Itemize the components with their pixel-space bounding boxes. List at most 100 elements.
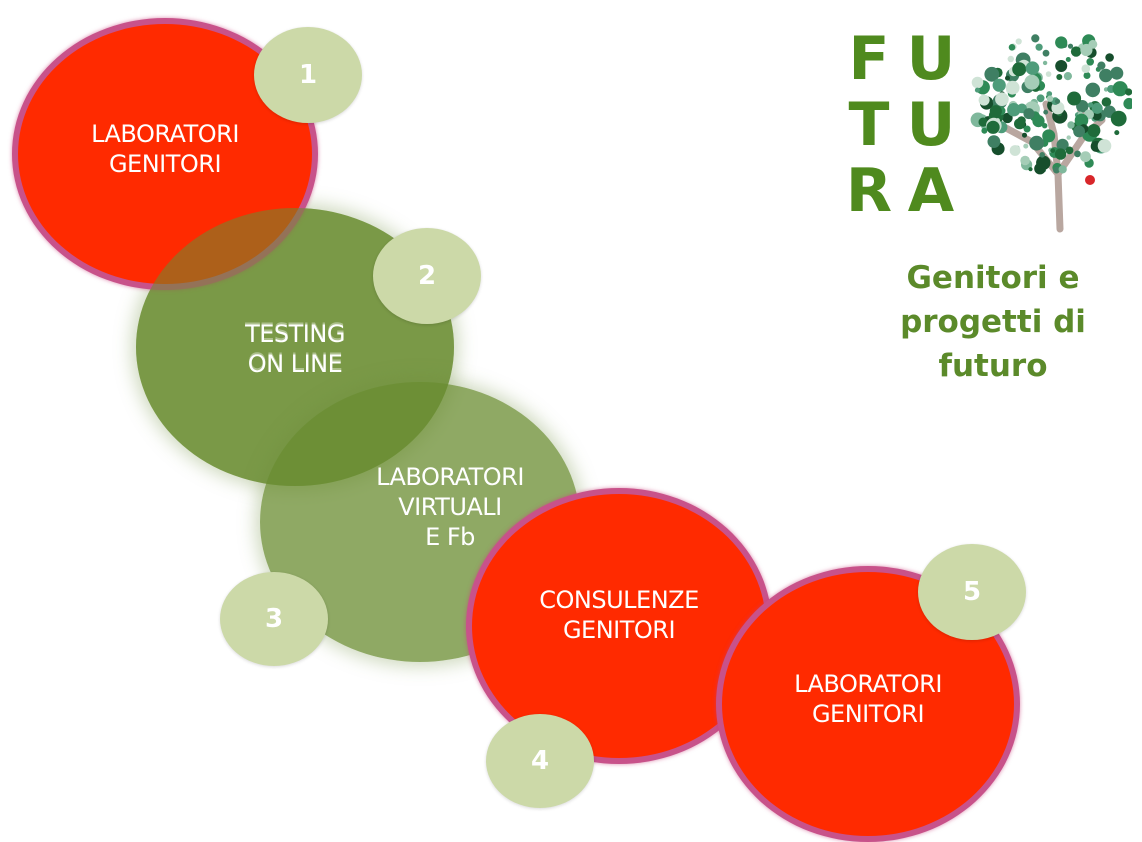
tree-leaf-dot <box>1028 167 1033 172</box>
tree-leaf-dot <box>1034 162 1046 175</box>
tree-leaf-dot <box>1046 91 1053 97</box>
tree-leaf-dot <box>1009 145 1021 156</box>
tree-leaf-dot <box>1002 112 1013 124</box>
tree-leaf-dot <box>1086 58 1094 66</box>
tree-leaf-dot <box>1005 80 1020 95</box>
tree-leaf-dot <box>1031 34 1040 43</box>
tree-leaf-dot <box>1020 155 1030 166</box>
tree-leaf-dot <box>1123 97 1132 110</box>
tree-leaf-dot <box>1056 138 1069 151</box>
tree-leaf-dot <box>992 78 1006 92</box>
step-1-label: LABORATORI GENITORI <box>91 120 239 178</box>
tree-leaf-dot <box>1005 75 1010 81</box>
tree-leaf-dot <box>1105 53 1114 62</box>
tree-leaf-dot <box>1012 62 1027 77</box>
step-2-number: 2 <box>417 261 437 291</box>
tree-leaf-dot <box>1080 151 1091 163</box>
step-4-label: CONSULENZE GENITORI <box>539 586 699 644</box>
tree-leaf-dot <box>1065 146 1074 155</box>
tree-leaf-dot <box>1023 125 1031 133</box>
logo-letter-t: T <box>848 90 890 160</box>
tree-leaf-dot <box>1015 38 1022 45</box>
tree-leaf-dot <box>1114 130 1120 136</box>
tree-leaf-dot <box>1055 36 1068 49</box>
tree-leaf-dot <box>1065 57 1071 62</box>
step-1-number-badge: 1 <box>254 27 362 123</box>
tree-leaf-dot <box>1042 123 1048 129</box>
tree-leaf-dot <box>1073 125 1085 138</box>
tree-leaf-dot <box>1088 39 1098 49</box>
step-2-label-layer: TESTING ON LINE <box>136 208 454 486</box>
tree-leaf-dot <box>1023 143 1029 149</box>
tree-leaf-dot <box>1032 115 1045 128</box>
logo-letter-r: R <box>845 156 893 226</box>
tree-leaf-dot <box>1042 49 1050 57</box>
tree-leaf-dot <box>971 76 984 89</box>
tree-leaf-dot <box>1110 110 1127 127</box>
logo-letter-a: A <box>907 156 955 226</box>
tree-leaf-dot <box>989 105 1002 118</box>
tree-leaf-dot <box>1091 102 1103 114</box>
tree-leaf-dot <box>986 120 1000 134</box>
tree-leaf-dot <box>1036 94 1045 103</box>
tree-icon <box>970 34 1132 233</box>
tree-leaf-dot <box>1110 66 1124 80</box>
tree-leaf-dot <box>1035 43 1043 51</box>
tree-leaf-dot <box>1112 81 1128 97</box>
tree-leaf-dot <box>984 66 1000 82</box>
tree-leaf-dot <box>1070 46 1082 57</box>
tree-leaf-dot <box>1050 148 1056 153</box>
step-3-label: LABORATORI VIRTUALI E Fb <box>376 463 524 551</box>
tree-leaf-dot <box>1074 150 1081 158</box>
tree-leaf-dot <box>978 117 988 127</box>
tree-leaf-dot <box>1081 64 1091 73</box>
tree-leaf-dot <box>1087 124 1101 137</box>
tree-leaf-dot <box>1043 109 1049 115</box>
tree-leaf-dot <box>1067 91 1082 106</box>
tree-leaf-dot <box>1007 55 1014 63</box>
tree-leaf-dot <box>1007 103 1021 117</box>
tree-leaf-dot <box>1014 118 1025 130</box>
tree-leaf-dot <box>1054 148 1067 160</box>
step-3-number-badge: 3 <box>220 572 328 666</box>
step-1-number: 1 <box>298 60 318 90</box>
tree-leaf-dot <box>1046 95 1054 102</box>
step-5-number-badge: 5 <box>918 544 1026 640</box>
tagline: Genitori e progetti di futuro <box>900 260 1086 384</box>
tree-leaf-dot <box>1023 108 1035 120</box>
tree-leaf-dot <box>1025 61 1040 75</box>
step-5-label: LABORATORI GENITORI <box>794 670 942 728</box>
step-2-label-top: TESTING ON LINE <box>245 320 345 378</box>
tree-leaf-dot <box>1024 74 1040 90</box>
tree-leaf-dot <box>1042 60 1048 66</box>
tree-leaf-dot <box>1125 88 1132 96</box>
tree-leaf-dot <box>1042 129 1056 143</box>
tree-leaf-dot <box>1066 135 1071 140</box>
tree-leaf-dot <box>1097 61 1106 70</box>
tree-leaf-dot <box>1099 68 1113 83</box>
step-4-number-badge: 4 <box>486 714 594 808</box>
logo-letter-u1: U <box>906 24 956 94</box>
step-3-number: 3 <box>264 604 284 634</box>
logo-letter-f: F <box>848 24 890 94</box>
futura-logo-letters: F U T U R A <box>838 28 968 222</box>
tree-leaf-dot <box>1055 60 1068 72</box>
tree-leaf-dot <box>978 94 990 106</box>
tree-leaf-dot <box>1097 139 1112 153</box>
tree-leaf-dot <box>995 92 1009 106</box>
step-4-number: 4 <box>530 746 550 776</box>
tree-leaf-dot <box>1067 43 1074 49</box>
tree-leaf-dot <box>974 87 980 93</box>
step-5-number: 5 <box>962 577 982 607</box>
tree-leaf-dot <box>1101 97 1112 107</box>
tree-leaf-dot <box>1053 166 1060 174</box>
tree-leaf-dot <box>1085 82 1101 98</box>
tree-leaf-dot <box>1039 152 1045 158</box>
tree-leaf-dot <box>1083 72 1091 79</box>
tree-leaf-dot <box>1087 102 1094 108</box>
tree-leaf-dot <box>1054 98 1061 104</box>
step-2-number-badge: 2 <box>373 228 481 324</box>
tree-leaf-dot <box>1058 165 1067 174</box>
tree-leaf-dot <box>1022 132 1027 138</box>
tree-leaf-dot <box>1074 113 1089 128</box>
